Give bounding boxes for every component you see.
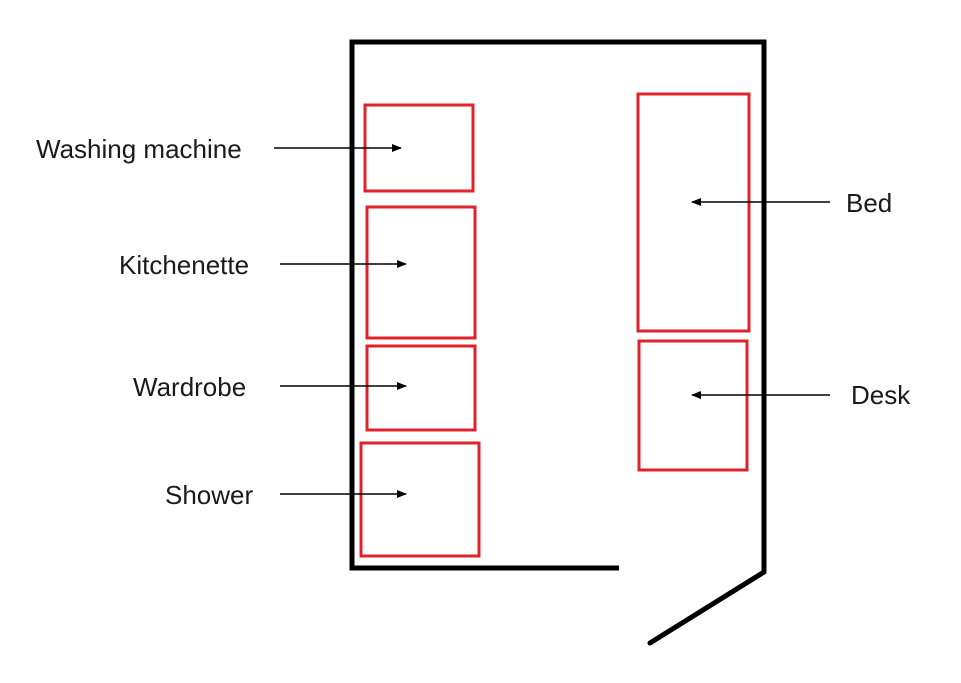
label-wardrobe: Wardrobe	[133, 372, 247, 402]
wardrobe-box	[365, 344, 477, 432]
label-bed: Bed	[846, 188, 893, 218]
desk-box	[637, 339, 749, 472]
label-washing-machine: Washing machine	[36, 134, 242, 164]
shower-box	[359, 441, 481, 558]
bed-box	[636, 92, 751, 333]
label-kitchenette: Kitchenette	[119, 250, 250, 280]
room-walls	[349, 39, 767, 572]
label-shower: Shower	[165, 480, 254, 510]
kitchenette-box	[365, 205, 477, 340]
door-swing	[647, 569, 767, 646]
label-desk: Desk	[851, 380, 911, 410]
